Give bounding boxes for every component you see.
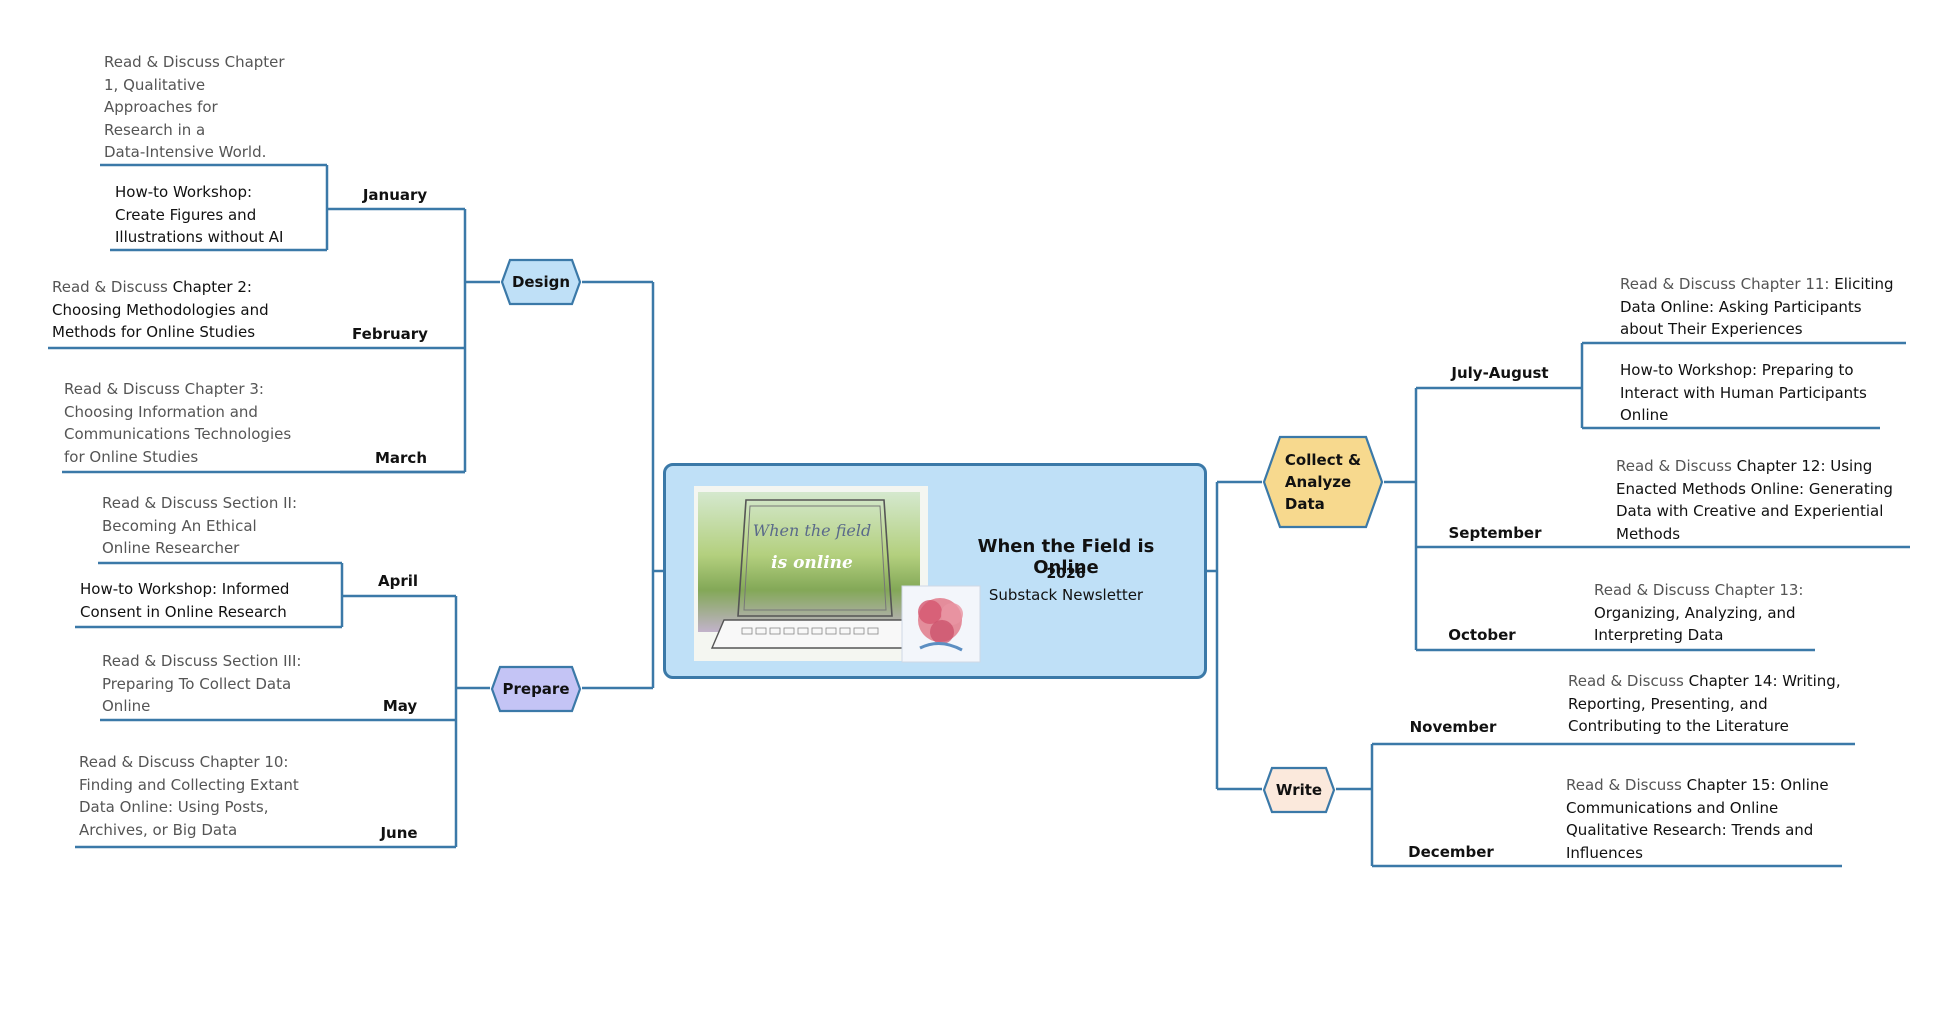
- month-january[interactable]: January: [362, 186, 428, 204]
- branch-write[interactable]: Write: [1262, 766, 1336, 814]
- branch-prepare[interactable]: Prepare: [490, 665, 582, 713]
- topic-october-chapter13[interactable]: Read & Discuss Chapter 13: Organizing, A…: [1594, 581, 1804, 644]
- hexagon-icon: [1262, 435, 1384, 529]
- topic-june-chapter10[interactable]: Read & Discuss Chapter 10: Finding and C…: [79, 753, 299, 839]
- month-april[interactable]: April: [377, 572, 419, 590]
- hexagon-icon: [490, 665, 582, 713]
- svg-text:is online: is online: [771, 553, 853, 573]
- svg-text:When the field: When the field: [753, 521, 871, 540]
- central-title: When the Field is Online: [977, 536, 1155, 578]
- month-july-august[interactable]: July-August: [1451, 364, 1549, 382]
- central-node[interactable]: When the field is online When the Field …: [663, 463, 1207, 679]
- flower-icon: [901, 585, 981, 663]
- hexagon-icon: [1262, 766, 1336, 814]
- topic-january-workshop[interactable]: How-to Workshop: Create Figures and Illu…: [115, 183, 284, 246]
- month-june[interactable]: June: [380, 824, 418, 842]
- branch-collect-line: Collect &: [1284, 451, 1362, 469]
- topic-july-chapter11[interactable]: Read & Discuss Chapter 11: Eliciting Dat…: [1620, 275, 1894, 338]
- topic-december-chapter15[interactable]: Read & Discuss Chapter 15: Online Commun…: [1566, 776, 1829, 862]
- branch-collect-line: Data: [1284, 495, 1325, 513]
- branch-collect-line: Analyze: [1284, 473, 1352, 491]
- topic-november-chapter14[interactable]: Read & Discuss Chapter 14: Writing, Repo…: [1568, 672, 1841, 735]
- topic-january-chapter1[interactable]: Read & Discuss Chapter 1, Qualitative Ap…: [104, 53, 285, 161]
- month-october[interactable]: October: [1448, 626, 1516, 644]
- month-december[interactable]: December: [1408, 843, 1494, 861]
- month-may[interactable]: May: [382, 697, 418, 715]
- laptop-drawing-icon: When the field is online: [694, 486, 928, 661]
- topic-march-chapter3[interactable]: Read & Discuss Chapter 3: Choosing Infor…: [64, 380, 292, 466]
- topic-february-chapter2[interactable]: Read & Discuss Chapter 2: Choosing Metho…: [52, 278, 269, 341]
- central-year: 2026: [1046, 566, 1086, 582]
- branch-write-label: Write: [1275, 781, 1323, 799]
- branch-design[interactable]: Design: [500, 258, 582, 306]
- branch-design-label: Design: [511, 273, 571, 291]
- central-subtitle: Substack Newsletter: [988, 586, 1144, 604]
- month-february[interactable]: February: [352, 325, 428, 343]
- topic-september-chapter12[interactable]: Read & Discuss Chapter 12: Using Enacted…: [1616, 457, 1893, 543]
- topic-july-workshop[interactable]: How-to Workshop: Preparing to Interact w…: [1620, 361, 1867, 424]
- month-november[interactable]: November: [1409, 718, 1497, 736]
- topic-may-section3[interactable]: Read & Discuss Section III: Preparing To…: [102, 652, 302, 715]
- hexagon-icon: [500, 258, 582, 306]
- topic-april-workshop[interactable]: How-to Workshop: Informed Consent in Onl…: [80, 580, 290, 621]
- laptop-illustration: When the field is online: [694, 486, 981, 663]
- branch-collect[interactable]: Collect & Analyze Data: [1262, 435, 1384, 529]
- month-september[interactable]: September: [1448, 524, 1542, 542]
- branch-prepare-label: Prepare: [502, 680, 570, 698]
- month-march[interactable]: March: [374, 449, 428, 467]
- topic-april-section2[interactable]: Read & Discuss Section II: Becoming An E…: [102, 494, 298, 557]
